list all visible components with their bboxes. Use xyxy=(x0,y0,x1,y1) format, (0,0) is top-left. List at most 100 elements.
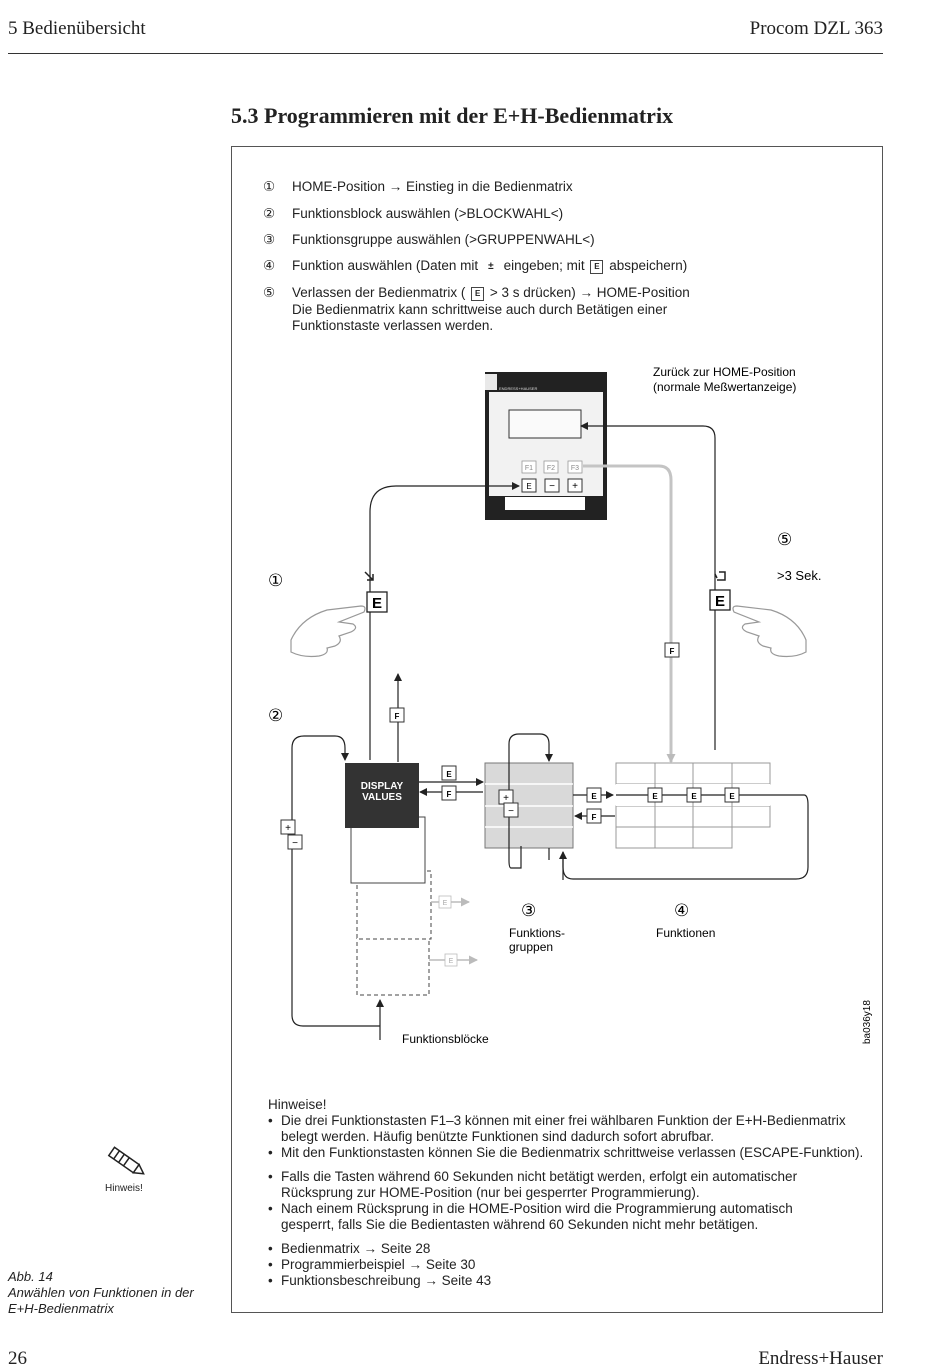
f-key-icon-label: F xyxy=(447,790,452,799)
step-4-marker: ④ xyxy=(674,901,689,920)
reference-page: Seite 30 xyxy=(425,1257,476,1272)
figure-code: ba036y18 xyxy=(862,1000,873,1044)
right-hand-press: E xyxy=(709,571,807,658)
programming-matrix-diagram: ENDRESS+HAUSER F1 F2 F3 E − + Zurück zur… xyxy=(268,365,873,1046)
plus-key-icon xyxy=(280,819,296,835)
gray-e-key-label: E xyxy=(443,900,448,907)
step-number: ① xyxy=(263,179,276,194)
e-key-icon: E xyxy=(590,260,604,274)
gray-e-key-label: E xyxy=(449,958,454,965)
f1-key[interactable] xyxy=(521,460,537,474)
caption-line: E+H-Bedienmatrix xyxy=(8,1301,114,1316)
display-values-label: DISPLAY xyxy=(361,781,404,792)
reference-link[interactable]: Bedienmatrix → Seite 28 xyxy=(268,1241,863,1257)
e-key-icon-label: E xyxy=(691,792,697,801)
step-3-marker: ③ xyxy=(521,901,536,920)
right-e-key-label: E xyxy=(715,593,725,610)
display-values-block xyxy=(345,763,419,828)
step-2-marker: ② xyxy=(268,706,283,725)
minus-key-icon xyxy=(503,802,519,818)
e-key-icon-label: E xyxy=(591,792,597,801)
return-home-arrow xyxy=(580,422,716,750)
gray-e-key-icon xyxy=(438,895,452,909)
group-loop-arrow xyxy=(508,733,553,869)
f-key-icon xyxy=(586,808,602,824)
e-key-icon xyxy=(724,787,740,803)
minus-key-icon-label: − xyxy=(292,838,298,849)
pencil-icon xyxy=(107,1146,145,1175)
device-e-key[interactable] xyxy=(521,478,537,493)
page-number: 26 xyxy=(8,1348,27,1369)
function-key-path xyxy=(583,464,676,763)
function-blocks-label: Funktionsblöcke xyxy=(402,1032,489,1046)
reference-name: Funktionsbeschreibung xyxy=(281,1273,421,1288)
function-blocks-stack: DISPLAY VALUES xyxy=(345,763,432,996)
reference-link[interactable]: Funktionsbeschreibung → Seite 43 xyxy=(268,1273,863,1289)
left-e-key-label: E xyxy=(372,595,382,612)
plus-key-icon-label: + xyxy=(285,823,291,834)
f2-key[interactable] xyxy=(543,460,559,474)
device-plus-key[interactable] xyxy=(567,478,583,493)
running-header-chapter: 5 Bedienübersicht xyxy=(8,18,146,39)
functions-matrix xyxy=(615,762,771,849)
footer-brand: Endress+Hauser xyxy=(758,1348,883,1369)
reference-page: Seite 43 xyxy=(441,1273,492,1288)
step-text: HOME-Position → Einstieg in die Bedienma… xyxy=(292,179,573,194)
block-loop-arrow xyxy=(291,735,381,1040)
e-key-icon-label: E xyxy=(446,770,452,779)
seconds-label: >3 Sek. xyxy=(777,568,821,583)
function-groups-table xyxy=(484,762,574,849)
device-minus-key-label: − xyxy=(549,481,555,492)
f-key-icon-label: F xyxy=(670,647,675,656)
note-line: Mit den Funktionstasten können Sie die B… xyxy=(281,1145,864,1160)
f-key-icon xyxy=(441,785,457,801)
step-1-marker: ① xyxy=(268,571,283,590)
left-hand-press: E xyxy=(290,571,388,658)
note-line: Nach einem Rücksprung in die HOME-Positi… xyxy=(281,1201,793,1216)
note-line: belegt werden. Häufig benützte Funktione… xyxy=(281,1129,715,1144)
hinweis-label: Hinweis! xyxy=(105,1183,143,1194)
e-key-icon xyxy=(586,787,602,803)
device-minus-key[interactable] xyxy=(544,478,560,493)
function-loop-arrow xyxy=(563,794,809,880)
note-item: Falls die Tasten während 60 Sekunden nic… xyxy=(268,1169,863,1201)
e-key-icon-label: E xyxy=(652,792,658,801)
step-text: Funktion auswählen (Daten mit ± eingeben… xyxy=(292,258,687,274)
step-text: Funktionsblock auswählen (>BLOCKWAHL<) xyxy=(292,206,564,221)
f-key-icon xyxy=(664,642,680,658)
step-number: ⑤ xyxy=(263,285,276,300)
note-line: Die drei Funktionstasten F1–3 können mit… xyxy=(281,1113,846,1128)
f3-key[interactable] xyxy=(567,460,583,474)
e-key-icon-label: E xyxy=(729,792,735,801)
e-key-icon: E xyxy=(471,287,485,301)
step-text-line: Die Bedienmatrix kann schrittweise auch … xyxy=(292,302,668,317)
reference-link[interactable]: Programmierbeispiel → Seite 30 xyxy=(268,1257,863,1273)
note-item: Mit den Funktionstasten können Sie die B… xyxy=(268,1145,863,1161)
device-plus-key-label: + xyxy=(572,481,578,492)
right-e-key xyxy=(709,589,731,611)
step-5-marker: ⑤ xyxy=(777,530,792,549)
f-key-icon xyxy=(389,707,405,723)
display-values-label-2: VALUES xyxy=(362,792,402,803)
running-header-product: Procom DZL 363 xyxy=(749,18,883,39)
step-text-line: Funktionstaste verlassen werden. xyxy=(292,318,494,333)
e-key-icon xyxy=(686,787,702,803)
step-text-part: Funktion auswählen (Daten mit xyxy=(292,258,479,273)
reference-page: Seite 28 xyxy=(380,1241,431,1256)
step-text-part: > 3 s drücken) → HOME-Position xyxy=(489,285,690,300)
step-text-part: abspeichern) xyxy=(609,258,688,273)
device-label-plate xyxy=(505,497,585,510)
caption-line: Abb. 14 xyxy=(8,1269,53,1284)
reference-name: Bedienmatrix xyxy=(281,1241,360,1256)
minus-key-icon xyxy=(287,834,303,850)
note-item: Nach einem Rücksprung in die HOME-Positi… xyxy=(268,1201,863,1233)
step-text: Funktionsgruppe auswählen (>GRUPPENWAHL<… xyxy=(292,232,595,247)
minus-key-icon-label: − xyxy=(508,806,514,817)
notes-list-1: Die drei Funktionstasten F1–3 können mit… xyxy=(268,1113,863,1161)
notes-block: Hinweise! Die drei Funktionstasten F1–3 … xyxy=(268,1097,863,1289)
f3-key-label: F3 xyxy=(571,465,579,472)
home-return-label: Zurück zur HOME-Position xyxy=(653,365,796,379)
entry-arrow xyxy=(369,482,520,760)
note-line: Falls die Tasten während 60 Sekunden nic… xyxy=(281,1169,798,1184)
figure-frame xyxy=(231,146,883,1313)
